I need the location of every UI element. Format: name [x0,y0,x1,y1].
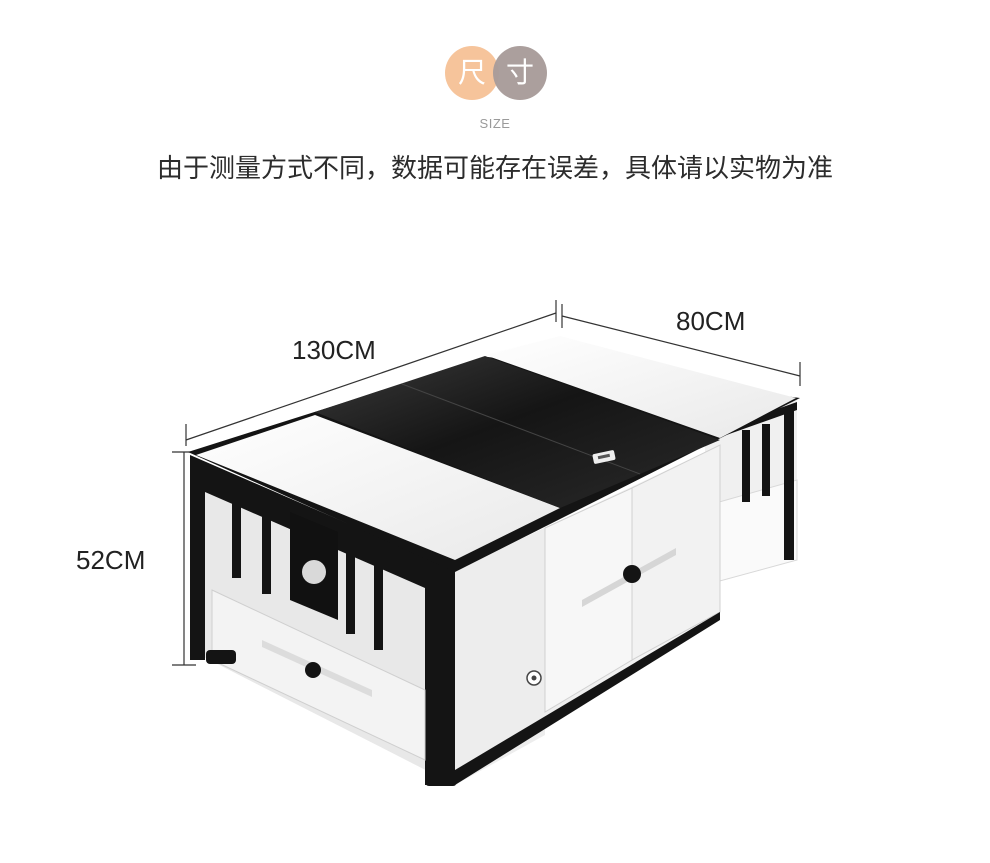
measurement-note: 由于测量方式不同，数据可能存在误差，具体请以实物为准 [156,154,833,184]
length-label: 130CM [292,335,376,365]
height-label: 52CM [76,545,146,575]
dimension-line-length [185,300,557,446]
section-subtitle: SIZE [479,116,511,131]
table-body-front [190,455,457,786]
table-cabinet-front [455,444,721,785]
width-label: 80CM [676,306,746,336]
badge-circle-right: 寸 [493,46,547,100]
badge-circle-left: 尺 [445,46,499,100]
table-side-right [704,398,798,586]
size-badge: 尺 寸 [0,44,990,104]
table-top [188,336,800,572]
dimension-line-width [561,304,801,386]
